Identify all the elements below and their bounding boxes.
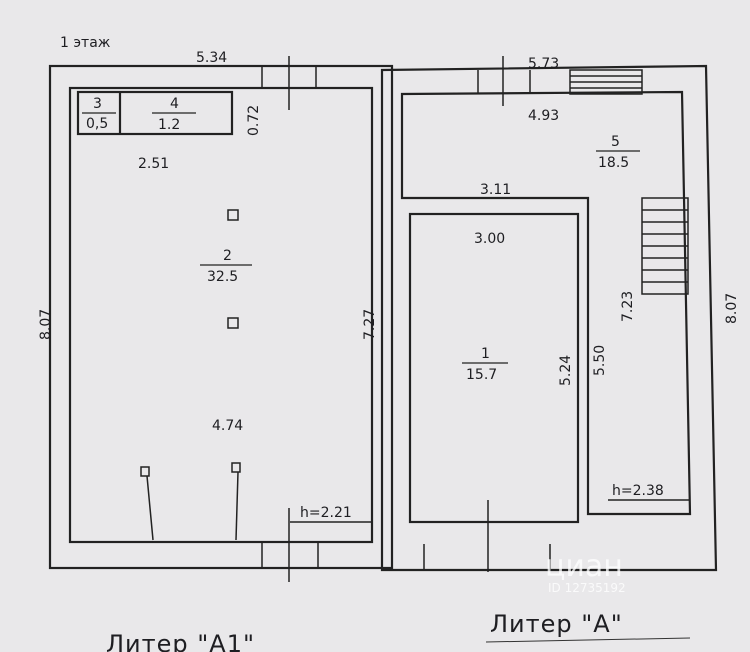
building-a	[380, 56, 718, 572]
stairs-side	[641, 197, 689, 295]
room-3-area: 0,5	[86, 116, 108, 132]
stairs-top	[569, 69, 643, 95]
watermark: циан ID 12735192	[545, 549, 626, 595]
building-a1	[48, 56, 394, 582]
dim-a-stairs: 7.23	[620, 291, 636, 322]
room-4-number: 4	[170, 96, 179, 112]
watermark-id: ID 12735192	[548, 581, 626, 595]
floor-label: 1 этаж	[60, 35, 111, 51]
dim-a1-top: 5.34	[196, 50, 227, 66]
height-a1: h=2.21	[300, 505, 352, 521]
a-inner-wall-room5	[400, 90, 692, 516]
room-1-wall	[408, 212, 580, 524]
dim-a1-left: 8.07	[38, 309, 54, 340]
liter-a1-label: Литер "А1"	[106, 630, 255, 652]
dim-a-mid: 3.11	[480, 182, 511, 198]
dim-a1-right: 7.27	[362, 309, 378, 340]
dim-a1-bottom: 4.74	[212, 418, 243, 434]
dim-a-top: 5.73	[528, 56, 559, 72]
room-2-number: 2	[223, 248, 232, 264]
liter-a-underline	[485, 637, 691, 643]
door-leaf-right	[235, 471, 239, 541]
dim-a-room1-side: 5.24	[558, 355, 574, 386]
room-2-area: 32.5	[207, 269, 238, 285]
room-1-area: 15.7	[466, 367, 497, 383]
room-5-area: 18.5	[598, 155, 629, 171]
door-leaf-left	[146, 475, 154, 541]
column-marker-2	[227, 317, 239, 329]
liter-a-label: Литер "А"	[490, 610, 623, 638]
dim-a-inner-top: 4.93	[528, 108, 559, 124]
door-post-left	[140, 466, 150, 477]
door-post-right	[231, 462, 241, 473]
a-outer-wall	[380, 64, 718, 572]
a1-inner-wall	[68, 86, 374, 544]
dim-a-right: 8.07	[724, 293, 740, 324]
column-marker-1	[227, 209, 239, 221]
dim-a-room1-top: 3.00	[474, 231, 505, 247]
room-5-number: 5	[611, 134, 620, 150]
room-1-number: 1	[481, 346, 490, 362]
dim-a-corridor: 5.50	[592, 345, 608, 376]
dim-a1-inner: 2.51	[138, 156, 169, 172]
room-4-area: 1.2	[158, 117, 180, 133]
room-3-number: 3	[93, 96, 102, 112]
height-a: h=2.38	[612, 483, 664, 499]
a1-outer-wall	[48, 64, 394, 570]
watermark-brand: циан	[545, 549, 623, 584]
rooms-3-4-block	[76, 90, 234, 136]
dim-a1-small: 0.72	[246, 105, 262, 136]
